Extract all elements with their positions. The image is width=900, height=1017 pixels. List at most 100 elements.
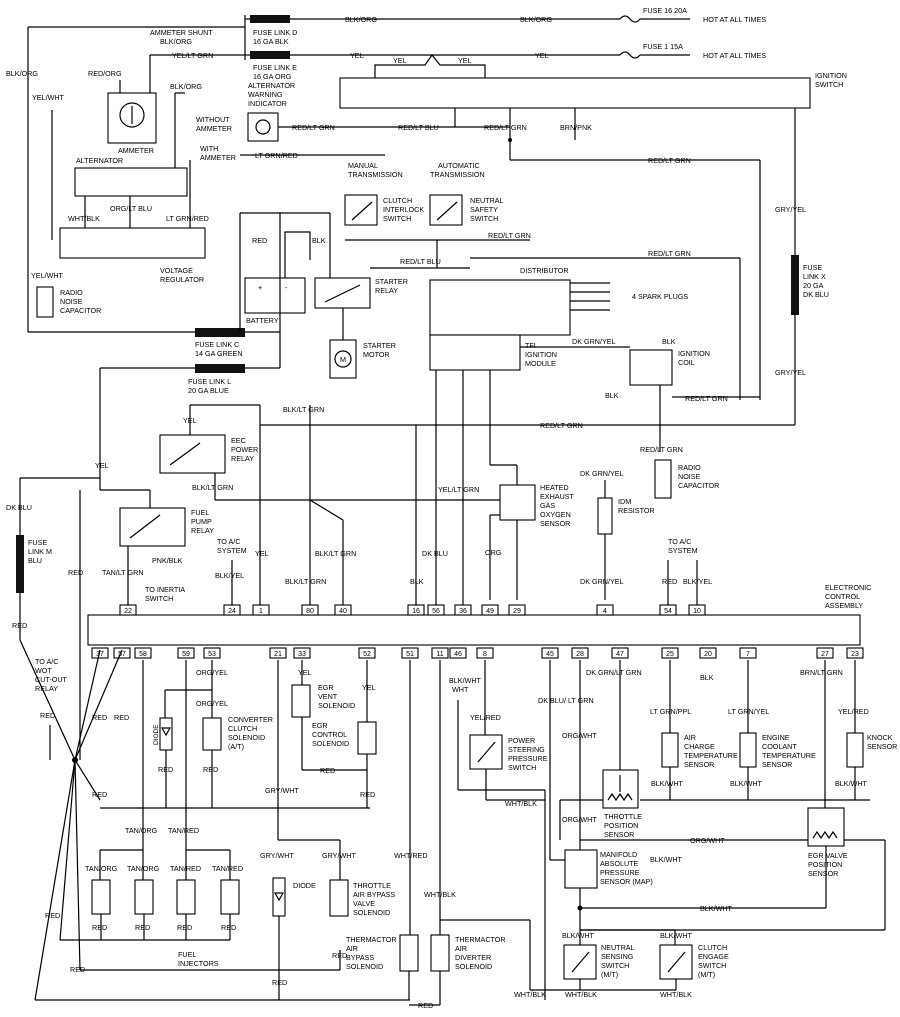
map-sensor — [564, 849, 598, 889]
map-3: PRESSURE — [600, 868, 640, 877]
wire-label-blk-org-top-1: BLK/ORG — [345, 15, 377, 24]
wire-label-red-lt-blu-2: RED/LT BLU — [400, 257, 441, 266]
fuel-pump-3: RELAY — [191, 526, 214, 535]
wire-label-dk-blu-1: DK BLU — [6, 503, 32, 512]
wire-label-yel-ign-1: YEL — [393, 56, 407, 65]
eca-pin-bottom-label-45: 45 — [546, 651, 554, 658]
knock-2: SENSOR — [867, 742, 897, 751]
fuse-link-x-3: 20 GA — [803, 281, 824, 290]
fuse-link-l — [195, 364, 245, 373]
fuse-link-m-1: FUSE — [28, 538, 47, 547]
wire-label-blk-yel-2: BLK/YEL — [215, 571, 244, 580]
eca-2: CONTROL — [825, 592, 860, 601]
ign-coil-2: COIL — [678, 358, 695, 367]
clutch-interlock-2: INTERLOCK — [383, 205, 424, 214]
wire-label-red-37: RED — [92, 713, 107, 722]
eca-pin-bottom-label-8: 8 — [483, 651, 487, 658]
ignition-switch-2: SWITCH — [815, 80, 843, 89]
wire-label-gry-wht-2: GRY/WHT — [260, 851, 294, 860]
air-charge-3: TEMPERATURE — [684, 751, 738, 760]
clutch-interlock-3: SWITCH — [383, 214, 411, 223]
starter-motor-1: STARTER — [363, 341, 396, 350]
wire-label-blk-wht-act: BLK/WHT — [651, 779, 684, 788]
fuse-link-e — [250, 51, 290, 59]
map-1: MANIFOLD — [600, 850, 637, 859]
wire-label-dk-blu-lt-grn: DK BLU/ LT GRN — [538, 696, 594, 705]
wire-label-yel-33: YEL — [298, 668, 312, 677]
wire-label-tan-org-1: TAN/ORG — [125, 826, 158, 835]
alt-warning-3: INDICATOR — [248, 99, 287, 108]
fuse-link-d — [250, 15, 290, 23]
fuse-link-x — [791, 255, 799, 315]
wire-label-org: ORG — [485, 548, 502, 557]
eca-pin-top-box-49 — [481, 604, 499, 616]
wire-label-yel-ign-2: YEL — [458, 56, 472, 65]
converter-clutch-solenoid — [202, 717, 222, 751]
eca-pin-bottom-label-57: 57 — [118, 651, 126, 658]
wire-label-red-lt-grn-4: RED/LT GRN — [488, 231, 531, 240]
ignition-switch-1: IGNITION — [815, 71, 847, 80]
fuel-injector-1 — [91, 879, 111, 915]
wire-label-blk-wht-map: BLK/WHT — [650, 855, 683, 864]
ect-1: ENGINE — [762, 733, 790, 742]
fuse-link-c-2: 14 GA GREEN — [195, 349, 243, 358]
eca-pin-top-box-1 — [252, 604, 270, 616]
converter-3: SOLENOID — [228, 733, 265, 742]
battery-minus: - — [285, 283, 288, 292]
clutch-interlock-1: CLUTCH — [383, 196, 412, 205]
voltage-regulator — [59, 227, 206, 259]
heated-oxygen-sensor — [499, 484, 536, 521]
to-inertia-1: TO INERTIA — [145, 585, 185, 594]
battery-label: BATTERY — [246, 316, 279, 325]
wire-label-blk-batt: BLK — [312, 236, 326, 245]
therm-div-3: DIVERTER — [455, 953, 491, 962]
idm-resistor — [597, 497, 613, 535]
eca-pin-bottom-box-20 — [699, 647, 717, 659]
fuse-link-x-2: LINK X — [803, 272, 826, 281]
ammeter-label: AMMETER — [118, 146, 154, 155]
eec-relay-1: EEC — [231, 436, 246, 445]
eec-power-relay — [159, 434, 226, 474]
eca-pin-bottom-box-33 — [293, 647, 311, 659]
wire-label-lt-grn-red-2: LT GRN/RED — [255, 151, 298, 160]
eca-pin-top-label-10: 10 — [693, 608, 701, 615]
eca-pin-bottom-label-25: 25 — [666, 651, 674, 658]
neutral-safety-2: SAFETY — [470, 205, 498, 214]
egr-control-3: SOLENOID — [312, 739, 349, 748]
eca-pin-top-label-4: 4 — [603, 608, 607, 615]
starter-motor-label-m: M — [340, 355, 346, 364]
fuel-injectors-1: FUEL — [178, 950, 196, 959]
therm-bypass-3: BYPASS — [346, 953, 374, 962]
wire-label-blk-org-amm: BLK/ORG — [170, 82, 202, 91]
ignition-switch — [339, 77, 811, 109]
ect-3: TEMPERATURE — [762, 751, 816, 760]
tps-1: THROTTLE — [604, 812, 642, 821]
radio-noise-capacitor-left — [36, 286, 54, 318]
heated-o2-2: EXHAUST — [540, 492, 575, 501]
knock-1: KNOCK — [867, 733, 893, 742]
egr-valve-3: SENSOR — [808, 869, 838, 878]
power-steering-4: SWITCH — [508, 763, 536, 772]
eca-pin-bottom-box-23 — [846, 647, 864, 659]
egr-control-solenoid — [357, 721, 377, 755]
air-charge-4: SENSOR — [684, 760, 714, 769]
eca-pin-bottom-label-11: 11 — [436, 651, 443, 658]
clutch-engage-2: ENGAGE — [698, 952, 729, 961]
wire-label-gry-yel-1: GRY/YEL — [775, 205, 806, 214]
wire-label-lt-grn-red: LT GRN/RED — [166, 214, 209, 223]
heated-o2-4: OXYGEN — [540, 510, 571, 519]
wire-label-yel-wht: YEL/WHT — [32, 93, 65, 102]
egr-control-1: EGR — [312, 721, 328, 730]
eca-pin-top-box-80 — [301, 604, 319, 616]
fuse-link-x-4: DK BLU — [803, 290, 829, 299]
egr-vent-3: SOLENOID — [318, 701, 355, 710]
diode-label-2: DIODE — [293, 881, 316, 890]
eca-pin-bottom-box-45 — [541, 647, 559, 659]
eca-pin-bottom-label-33: 33 — [298, 651, 306, 658]
eca-pin-top-box-10 — [688, 604, 706, 616]
fuse-link-c-1: FUSE LINK C — [195, 340, 239, 349]
wire-label-blk-wht-knock: BLK/WHT — [835, 779, 868, 788]
eca-pin-bottom-box-59 — [177, 647, 195, 659]
auto-trans-2: TRANSMISSION — [430, 170, 485, 179]
